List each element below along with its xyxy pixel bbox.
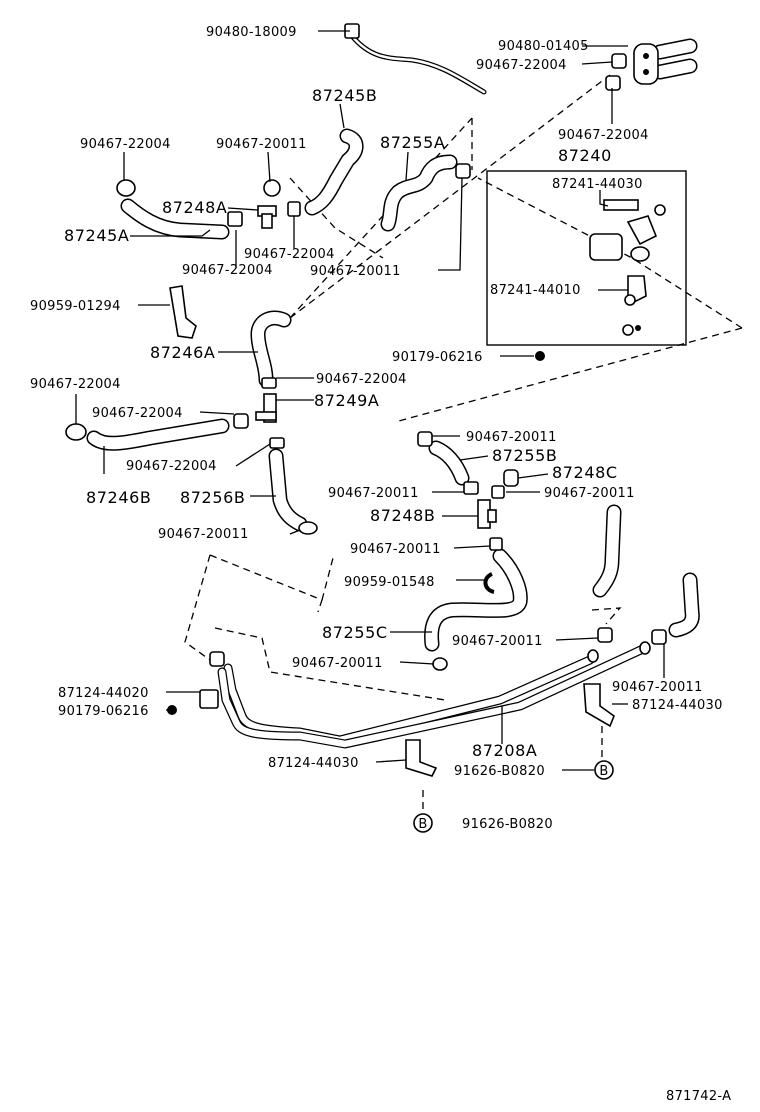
label-90959-01294: 90959-01294 (30, 299, 121, 314)
label-90467-20011-right-5: 90467-20011 (452, 634, 543, 649)
label-90467-22004-top-right: 90467-22004 (476, 58, 567, 73)
callout-b-bottom-letter: B (418, 817, 427, 832)
label-90467-20011-mid: 90467-20011 (310, 264, 401, 279)
label-90467-20011-right-4: 90467-20011 (350, 542, 441, 557)
label-90480-01405: 90480-01405 (498, 39, 589, 54)
label-87124-44030-right: 87124-44030 (632, 698, 723, 713)
label-90467-22004-center-1: 90467-22004 (316, 372, 407, 387)
label-90467-22004-center-2: 90467-22004 (126, 459, 217, 474)
label-87246a: 87246A (150, 343, 215, 362)
label-87241-44030: 87241-44030 (552, 177, 643, 192)
diagram-id: 871742-A (666, 1089, 731, 1104)
label-90467-20011-right-2: 90467-20011 (328, 486, 419, 501)
label-87255a: 87255A (380, 133, 445, 152)
valve-assembly-box (486, 170, 687, 346)
label-90480-18009: 90480-18009 (206, 25, 297, 40)
label-87256b: 87256B (180, 488, 245, 507)
label-90467-20011-top: 90467-20011 (216, 137, 307, 152)
label-90467-22004-mid-2: 90467-22004 (182, 263, 273, 278)
label-87255c: 87255C (322, 623, 388, 642)
label-90467-22004-top-right-2: 90467-22004 (558, 128, 649, 143)
label-87255b: 87255B (492, 446, 557, 465)
label-90467-20011-right-3: 90467-20011 (544, 486, 635, 501)
label-87124-44030-bottom: 87124-44030 (268, 756, 359, 771)
label-87208a: 87208A (472, 741, 537, 760)
label-87248a: 87248A (162, 198, 227, 217)
label-87248c: 87248C (552, 463, 618, 482)
label-90179-06216-top: 90179-06216 (392, 350, 483, 365)
label-87240: 87240 (558, 146, 612, 165)
label-90467-20011-left: 90467-20011 (158, 527, 249, 542)
label-87248b: 87248B (370, 506, 435, 525)
label-90467-20011-bottom-2: 90467-20011 (612, 680, 703, 695)
label-91626-b0820-right: 91626-B0820 (454, 764, 545, 779)
label-90179-06216-bottom: 90179-06216 (58, 704, 149, 719)
label-90467-20011-right-1: 90467-20011 (466, 430, 557, 445)
label-90467-22004-top-left: 90467-22004 (80, 137, 171, 152)
small-parts (65, 23, 667, 777)
label-87245b: 87245B (312, 86, 377, 105)
callout-b-right-letter: B (599, 764, 608, 779)
label-87245a: 87245A (64, 226, 129, 245)
label-90467-22004-left-2: 90467-22004 (92, 406, 183, 421)
label-91626-b0820-bottom: 91626-B0820 (462, 817, 553, 832)
label-87241-44010: 87241-44010 (490, 283, 581, 298)
pipe-assembly-87208a (217, 641, 651, 749)
part-labels: 90480-18009 90480-01405 90467-22004 8724… (30, 25, 731, 1104)
label-90467-22004-left-1: 90467-22004 (30, 377, 121, 392)
label-90467-20011-bottom-1: 90467-20011 (292, 656, 383, 671)
label-90467-22004-mid-1: 90467-22004 (244, 247, 335, 262)
label-87246b: 87246B (86, 488, 151, 507)
phantom-lines (184, 74, 743, 812)
label-90959-01548: 90959-01548 (344, 575, 435, 590)
leader-lines (75, 30, 665, 771)
label-87124-44020: 87124-44020 (58, 686, 149, 701)
callout-b-right: B (594, 760, 614, 780)
label-87249a: 87249A (314, 391, 379, 410)
callout-b-bottom: B (413, 813, 433, 833)
hoses (86, 38, 700, 652)
